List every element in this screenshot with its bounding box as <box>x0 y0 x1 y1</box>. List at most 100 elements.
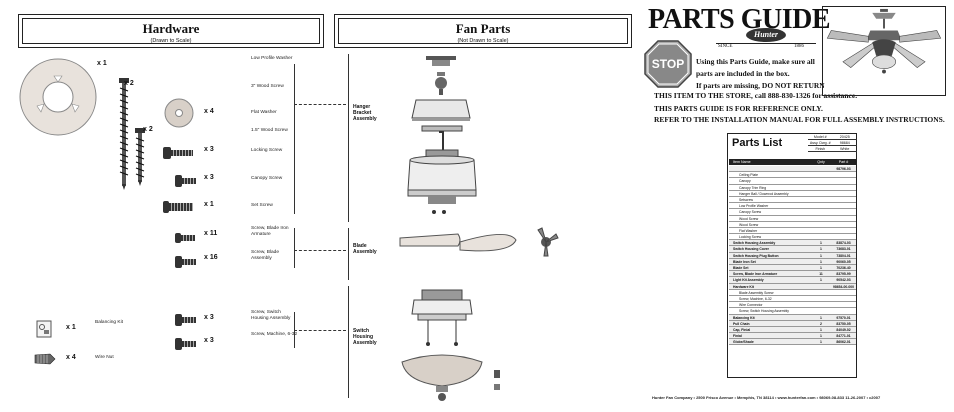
locking-screw-icon <box>163 147 195 159</box>
qty-flat-washer: x 4 <box>204 108 214 115</box>
meta-row: Finish White <box>808 146 857 152</box>
cell-item-name: Canopy Screw <box>739 210 762 215</box>
cell-qnty: 1 <box>820 278 822 283</box>
cell-part-number: 73804-01 <box>836 253 851 258</box>
cell-item-name: Switch Housing Cover <box>733 247 769 252</box>
qty-wire-nut: x 4 <box>66 354 76 361</box>
cell-part-number <box>831 308 856 313</box>
cell-item-name: Switch Housing Plug Button <box>733 253 779 258</box>
cell-item-name: Blade Iron Set <box>733 259 756 264</box>
stop-sign-text: STOP <box>651 57 685 71</box>
cell-item-name: Canopy Trim Ring <box>739 185 767 190</box>
parts-guide-title: PARTS GUIDE <box>648 4 831 35</box>
group-label-hanger: Hanger Bracket Assembly <box>353 104 377 122</box>
table-row: Hanger Ball / Downrod Assembly <box>729 191 856 197</box>
stop-sign-icon <box>644 40 692 88</box>
qty-switch-housing-screw: x 3 <box>204 314 214 321</box>
fan-parts-header: Fan Parts (Not Drawn to Scale) <box>334 14 632 48</box>
table-row: Flat Washer <box>729 228 856 235</box>
parts-list-title: Parts List <box>732 137 783 149</box>
switch-housing-screw-icon <box>175 314 197 326</box>
hardware-header: Hardware (Drawn to Scale) <box>18 14 324 48</box>
label-blade-iron-screw: Screw, Blade Iron Armature <box>251 226 289 237</box>
cell-qnty: 11 <box>819 272 823 277</box>
cell-part-number: 73683-01 <box>836 247 851 252</box>
meta-value: White <box>840 147 850 151</box>
flat-washer-icon <box>164 98 194 128</box>
cell-part-number <box>831 290 856 295</box>
qty-machine-screw: x 3 <box>204 337 214 344</box>
cell-qnty <box>811 166 831 171</box>
table-row: Setscrew <box>729 197 856 204</box>
table-row: Canopy <box>729 178 856 185</box>
hardware-subtitle: (Drawn to Scale) <box>150 38 192 44</box>
cell-qnty <box>811 191 831 196</box>
table-row: 98796-03 <box>729 166 856 173</box>
meta-row: Assy. Dwg. #98684 <box>808 140 857 146</box>
cell-part-number: 83750-05 <box>836 321 851 326</box>
cell-part-number <box>831 172 856 177</box>
cell-qnty <box>811 234 831 239</box>
header-qnty: Qnty <box>817 160 825 164</box>
cell-item-name: Hanger Ball / Downrod Assembly <box>739 191 789 196</box>
cell-item-name: Blade Assembly Screw <box>739 290 774 295</box>
cell-part-number: 83874-03 <box>836 241 851 246</box>
table-row: Wood Screw <box>729 216 856 222</box>
guide-line-3: If parts are missing, DO NOT RETURN <box>696 81 825 90</box>
wood-screw-3in-icon <box>119 78 129 190</box>
guide-line-5: THIS PARTS GUIDE IS FOR REFERENCE ONLY. <box>654 104 823 113</box>
brand-year: 1886 <box>794 44 804 49</box>
cell-item-name: Hardware Kit <box>733 284 754 289</box>
cell-part-number <box>831 234 856 239</box>
table-row: Wire Connector <box>729 302 856 309</box>
meta-value: 20425 <box>839 135 850 139</box>
label-low-profile-washer: Low Profile Washer <box>251 56 293 61</box>
meta-key: Finish <box>815 147 826 151</box>
cell-item-name: Wire Connector <box>739 303 763 308</box>
label-switch-housing-screw: Screw, Switch Housing Assembly <box>251 310 291 321</box>
cell-item-name: Finial <box>733 334 742 339</box>
cell-item-name: Light Kit Assembly <box>733 278 764 283</box>
cell-part-number: 98796-03 <box>836 167 851 171</box>
label-balancing-kit: Balancing Kit <box>95 320 123 325</box>
qty-balancing-kit: x 1 <box>66 324 76 331</box>
cell-item-name: Ceiling Plate <box>739 173 759 178</box>
cell-qnty <box>811 216 831 221</box>
cell-part-number: 83795-99 <box>836 272 851 277</box>
guide-line-6: REFER TO THE INSTALLATION MANUAL FOR FUL… <box>654 115 945 124</box>
cell-part-number <box>831 296 856 301</box>
qty-canopy-screw: x 3 <box>204 174 214 181</box>
table-row: Canopy Trim Ring <box>729 185 856 191</box>
cell-part-number: 70236-40 <box>836 266 851 270</box>
cell-qnty: 1 <box>820 266 822 270</box>
cell-qnty <box>811 290 831 295</box>
guide-line-1: Using this Parts Guide, make sure all <box>696 57 815 66</box>
table-row: Screw, Machine, 6-32 <box>729 296 856 303</box>
table-row: Ceiling Plate <box>729 172 856 179</box>
label-wood-screw-3in: 3" Wood Screw <box>251 84 284 89</box>
qty-locking-screw: x 3 <box>204 146 214 153</box>
bracket-vline-hanger <box>294 64 295 214</box>
cell-qnty <box>811 197 831 202</box>
cell-item-name: Canopy <box>739 179 751 184</box>
cell-item-name: Blade Set <box>733 266 749 270</box>
cell-item-name: Screw, Switch Housing Assembly <box>739 309 789 314</box>
group-bracket-blade <box>348 228 349 280</box>
cell-part-number: 84049-02 <box>836 327 851 332</box>
qty-set-screw: x 1 <box>204 201 214 208</box>
cell-qnty <box>811 296 831 301</box>
cell-item-name: Pull Chain <box>733 321 750 326</box>
cell-qnty: 2 <box>820 321 822 326</box>
cell-part-number <box>831 203 856 208</box>
group-label-blade: Blade Assembly <box>353 243 377 255</box>
cell-item-name: Locking Screw <box>739 235 762 240</box>
header-part: Part # <box>838 160 849 164</box>
cell-part-number: 97570-01 <box>836 315 851 320</box>
low-profile-washer-icon <box>19 58 97 136</box>
group-bracket-hanger <box>348 54 349 222</box>
